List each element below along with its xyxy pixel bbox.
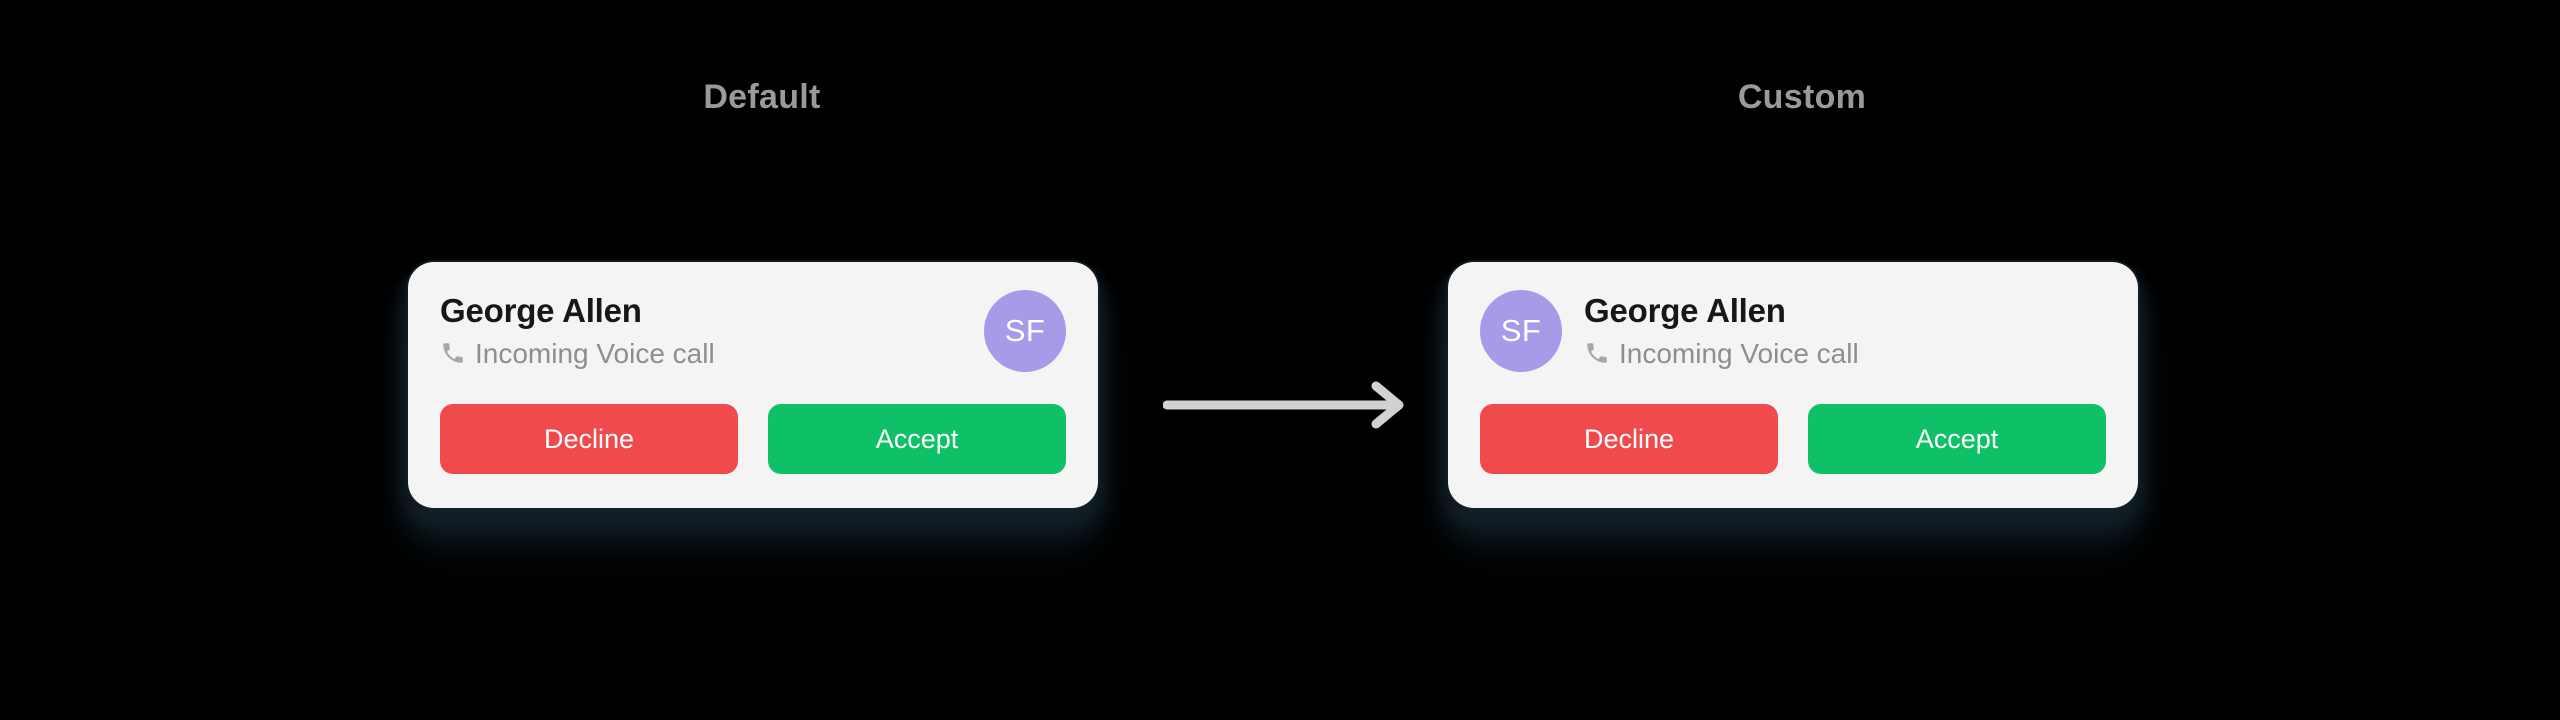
notification-card-default-wrapper: George Allen Incoming Voice call SF Decl… [408, 262, 1098, 508]
action-buttons-row: Decline Accept [1480, 404, 2106, 474]
call-status-text: Incoming Voice call [475, 337, 715, 369]
phone-icon [440, 340, 466, 366]
decline-button[interactable]: Decline [1480, 404, 1778, 474]
accept-button[interactable]: Accept [768, 404, 1066, 474]
avatar[interactable]: SF [984, 290, 1066, 372]
arrow-right-icon [1163, 380, 1413, 430]
call-status-row: Incoming Voice call [1584, 337, 2106, 371]
contact-name: George Allen [440, 291, 642, 329]
action-buttons-row: Decline Accept [440, 404, 1066, 474]
card-header: George Allen Incoming Voice call SF [440, 290, 1066, 372]
phone-icon [1584, 340, 1610, 366]
header-text-block: George Allen Incoming Voice call [440, 292, 962, 371]
accept-button[interactable]: Accept [1808, 404, 2106, 474]
call-status-row: Incoming Voice call [440, 337, 962, 371]
decline-button[interactable]: Decline [440, 404, 738, 474]
contact-name: George Allen [1584, 291, 1786, 329]
notification-card-custom[interactable]: SF George Allen Incoming Voice call Decl… [1448, 262, 2138, 508]
call-status-text: Incoming Voice call [1619, 337, 1859, 369]
header-text-block: George Allen Incoming Voice call [1584, 292, 2106, 371]
card-header: SF George Allen Incoming Voice call [1480, 290, 2106, 372]
notification-card-custom-wrapper: SF George Allen Incoming Voice call Decl… [1448, 262, 2138, 508]
section-label-custom: Custom [1737, 78, 1867, 116]
avatar[interactable]: SF [1480, 290, 1562, 372]
section-label-default: Default [703, 78, 821, 116]
notification-card-default[interactable]: George Allen Incoming Voice call SF Decl… [408, 262, 1098, 508]
